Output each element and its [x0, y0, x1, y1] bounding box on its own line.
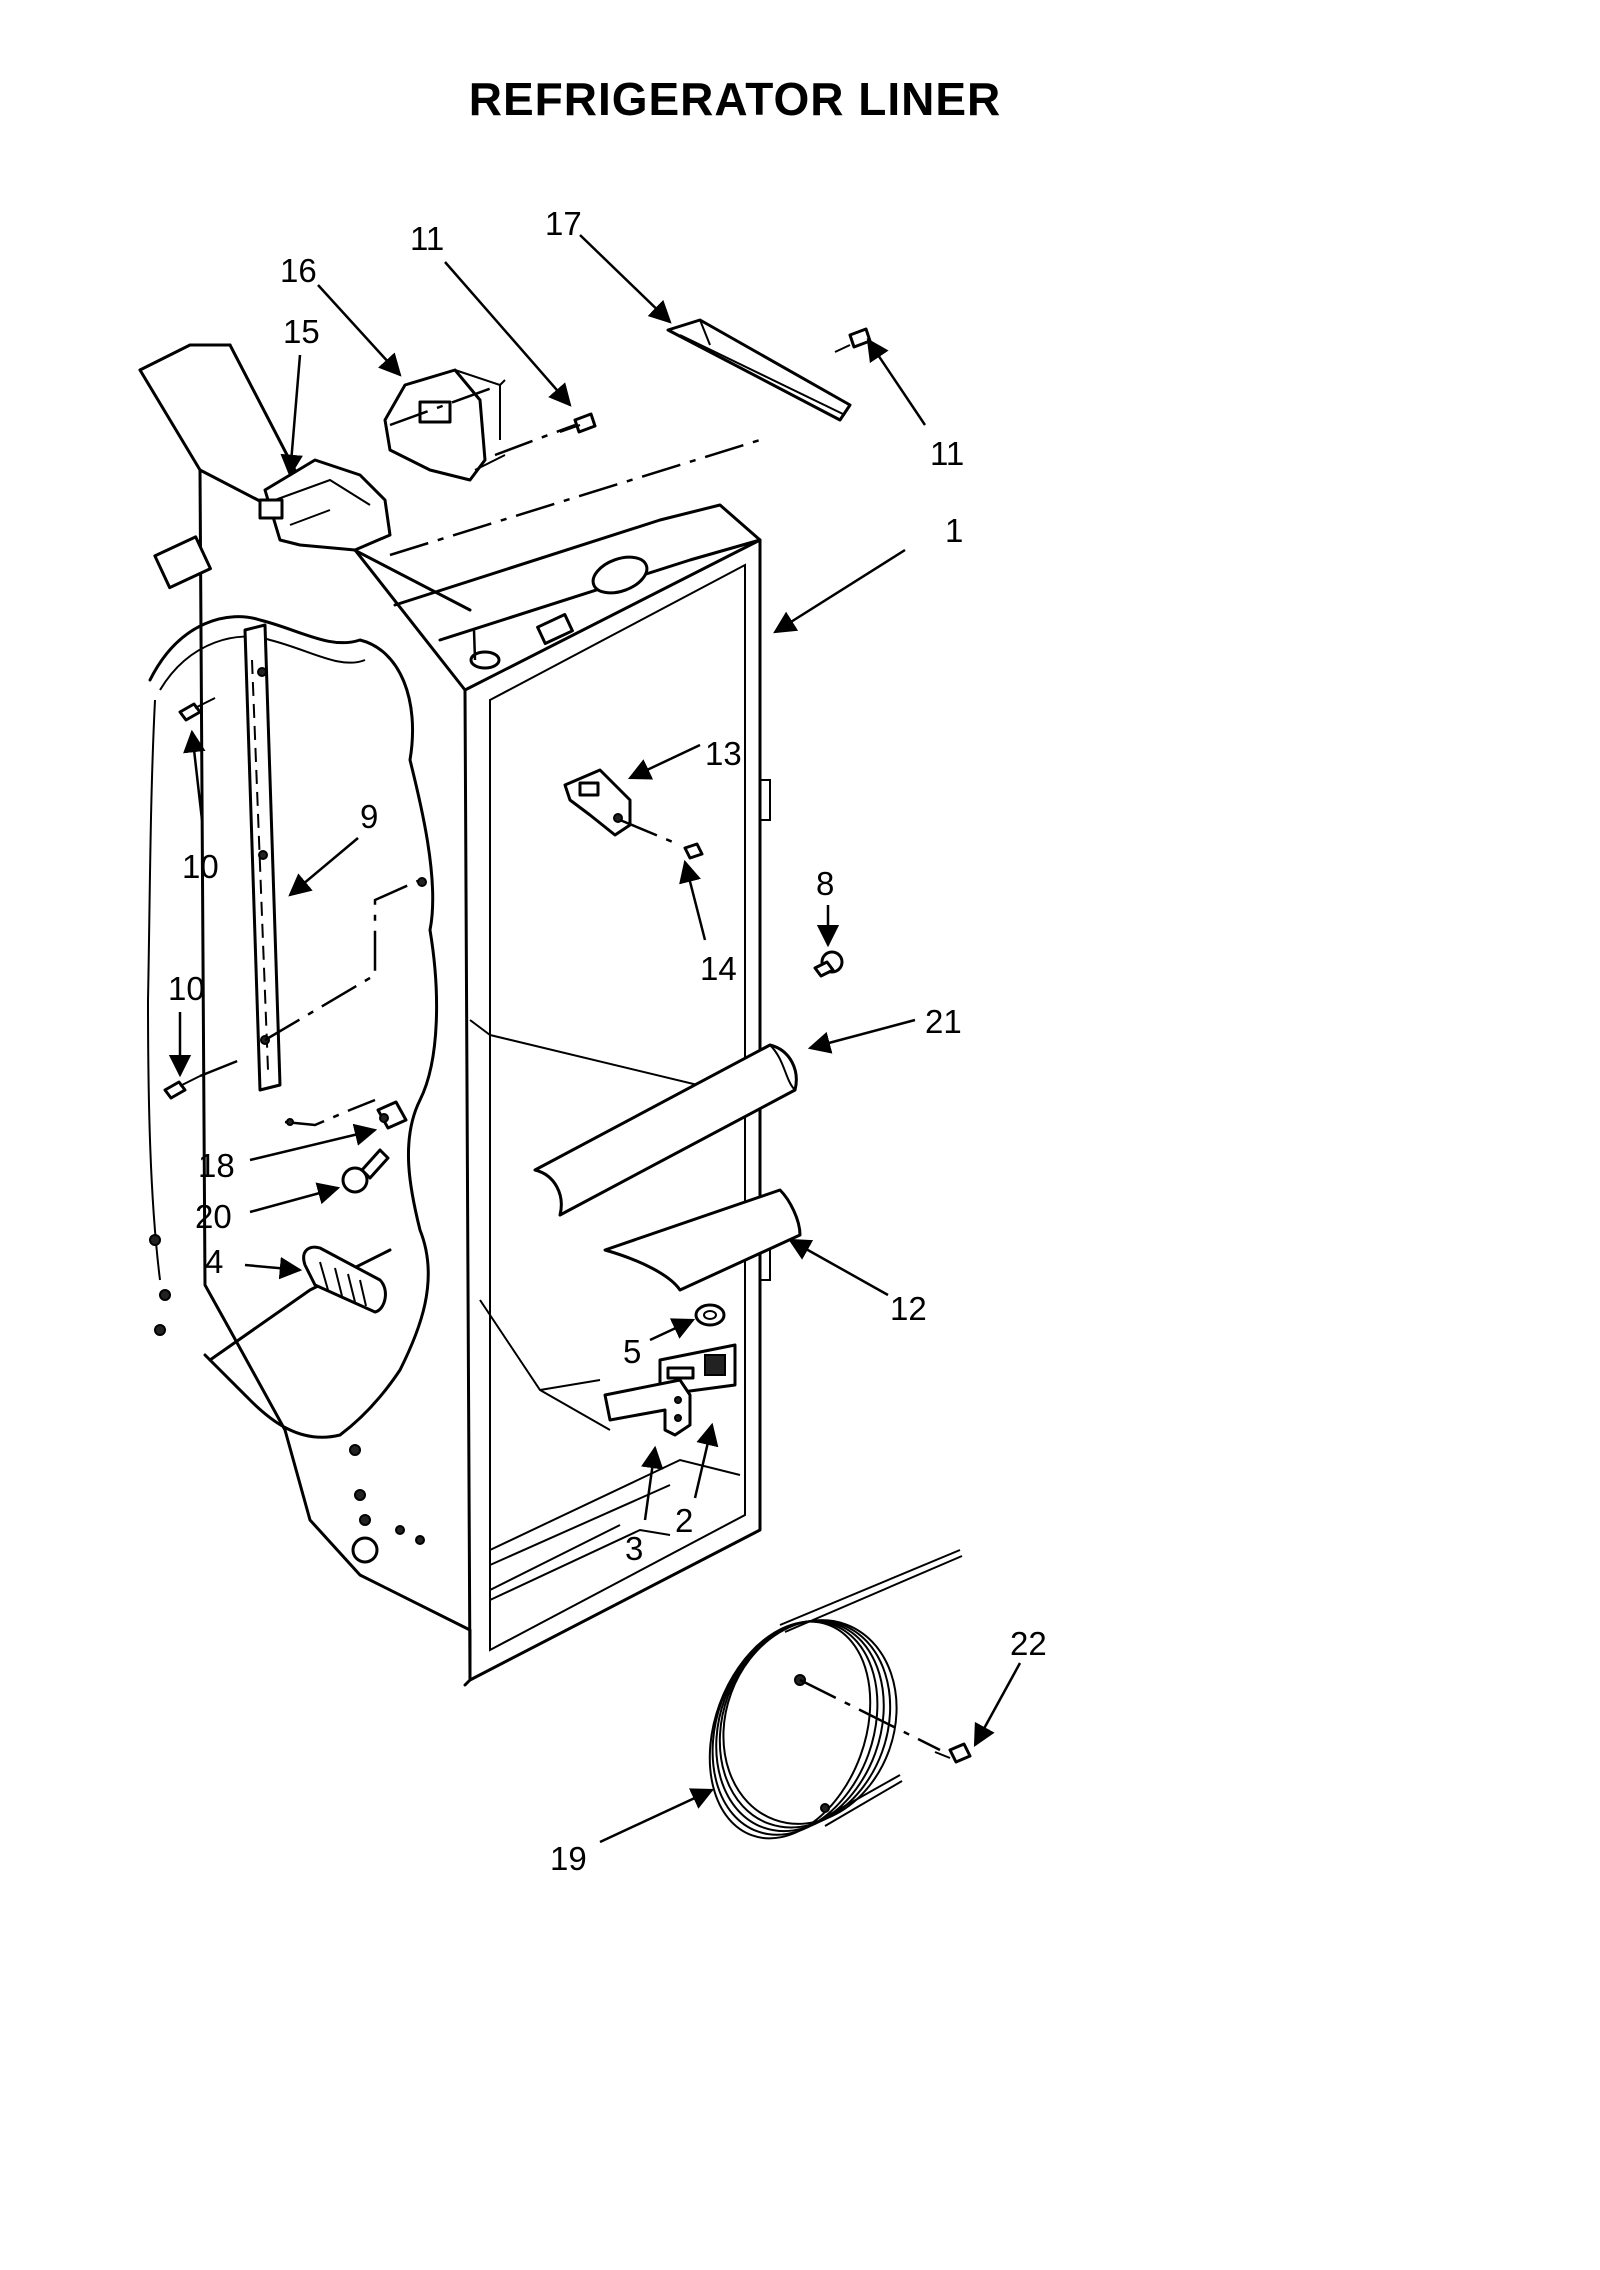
- control-housing-part-15: [258, 458, 392, 552]
- vent-part-4: [302, 1245, 387, 1314]
- fitting-part-8: [813, 950, 844, 978]
- callout-16: 16: [280, 252, 317, 289]
- tubing-coil-part-19: [708, 1549, 963, 1840]
- refrigerator-liner: [138, 343, 771, 1687]
- callout-11-right: 11: [930, 435, 964, 472]
- liner-front-frame: [463, 538, 762, 1682]
- liner-top-edge: [393, 503, 762, 607]
- screw-11-right: [834, 327, 872, 353]
- screw-10-upper: [178, 697, 216, 722]
- callout-17: 17: [545, 205, 582, 242]
- callout-19: 19: [550, 1840, 587, 1877]
- screw-22: [934, 1742, 972, 1764]
- callout-13: 13: [705, 735, 742, 772]
- callout-10-lower: 10: [168, 970, 205, 1007]
- bulb-part-20: [341, 1148, 390, 1194]
- callout-18: 18: [198, 1147, 235, 1184]
- bracket-part-3: [603, 1378, 692, 1437]
- bracket-part-16: [383, 368, 506, 482]
- liner-cutaway-outline: [148, 615, 439, 1439]
- callout-3: 3: [625, 1530, 643, 1567]
- callout-8: 8: [816, 865, 834, 902]
- callout-4: 4: [205, 1243, 223, 1280]
- callout-12: 12: [890, 1290, 927, 1327]
- rail-part-17: [666, 318, 852, 422]
- callout-14: 14: [700, 950, 737, 987]
- callout-15: 15: [283, 313, 320, 350]
- bracket-part-13: [563, 768, 681, 847]
- callout-9: 9: [360, 798, 378, 835]
- callout-11-top: 11: [410, 220, 444, 257]
- screw-10-lower: [163, 1058, 241, 1100]
- socket-part-18: [284, 1098, 408, 1130]
- screw-14: [683, 842, 704, 860]
- callout-20: 20: [195, 1198, 232, 1235]
- shelf-rail: [243, 623, 427, 1092]
- cover-part-21: [533, 1043, 798, 1217]
- callout-2: 2: [675, 1502, 693, 1539]
- callout-10-upper: 10: [182, 848, 219, 885]
- page-title: REFRIGERATOR LINER: [468, 73, 1002, 125]
- cover-part-12: [603, 1188, 802, 1292]
- screw-11-left: [559, 412, 597, 434]
- callout-22: 22: [1010, 1625, 1047, 1662]
- callout-5: 5: [623, 1333, 641, 1370]
- grommet-part-5: [694, 1303, 726, 1327]
- callout-21: 21: [925, 1003, 962, 1040]
- callout-1: 1: [945, 512, 963, 549]
